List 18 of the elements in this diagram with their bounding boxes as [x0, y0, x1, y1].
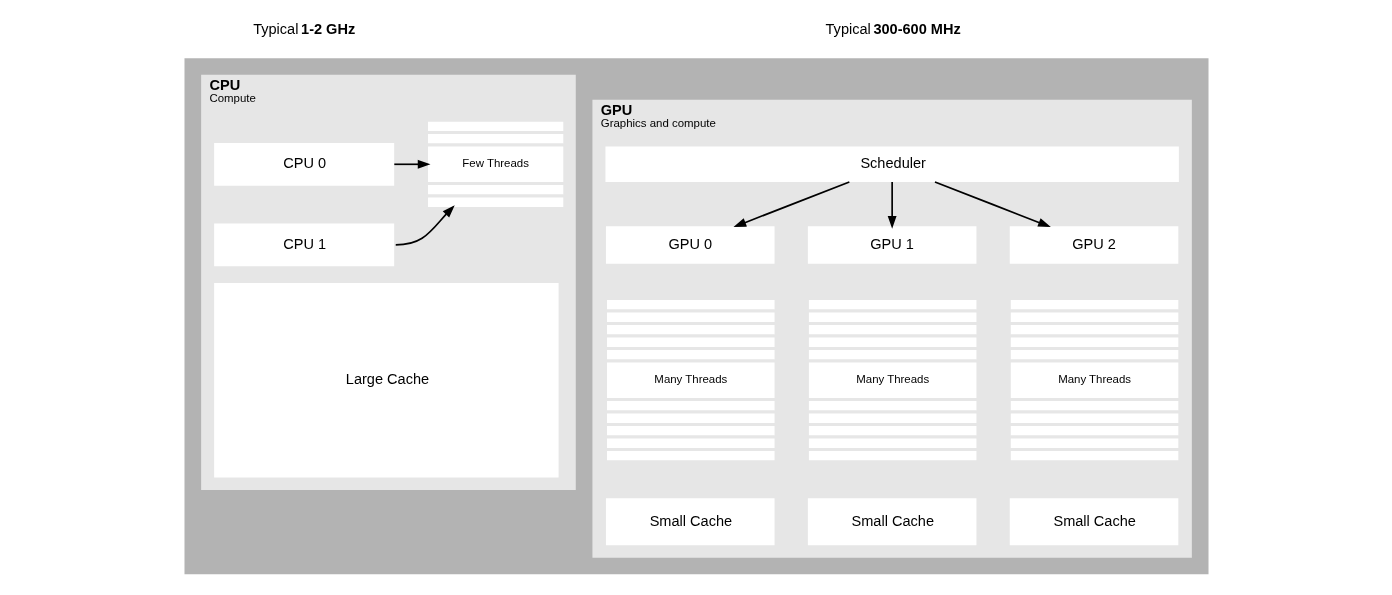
label: Typical 1-2 GHz [252, 20, 355, 37]
node-box: CPU 0 [213, 142, 394, 186]
node-box: Large Cache [213, 282, 559, 478]
node-box: CPU 1 [213, 223, 394, 267]
node-box: Small Cache [605, 498, 775, 546]
node-box: GPU 2 [1009, 226, 1178, 264]
node-box: Scheduler [604, 146, 1179, 182]
node-box: Small Cache [1009, 498, 1178, 546]
arrow [887, 181, 897, 229]
arrow [933, 181, 1051, 228]
label: Typical 300-600 MHz [825, 20, 961, 37]
node-box: Small Cache [807, 498, 976, 546]
node-box: GPU 1 [807, 226, 976, 264]
arrow [392, 159, 430, 169]
node-box: GPU 0 [605, 226, 775, 264]
arrow [394, 205, 455, 246]
arrow [732, 181, 850, 228]
cluster [184, 58, 1208, 575]
